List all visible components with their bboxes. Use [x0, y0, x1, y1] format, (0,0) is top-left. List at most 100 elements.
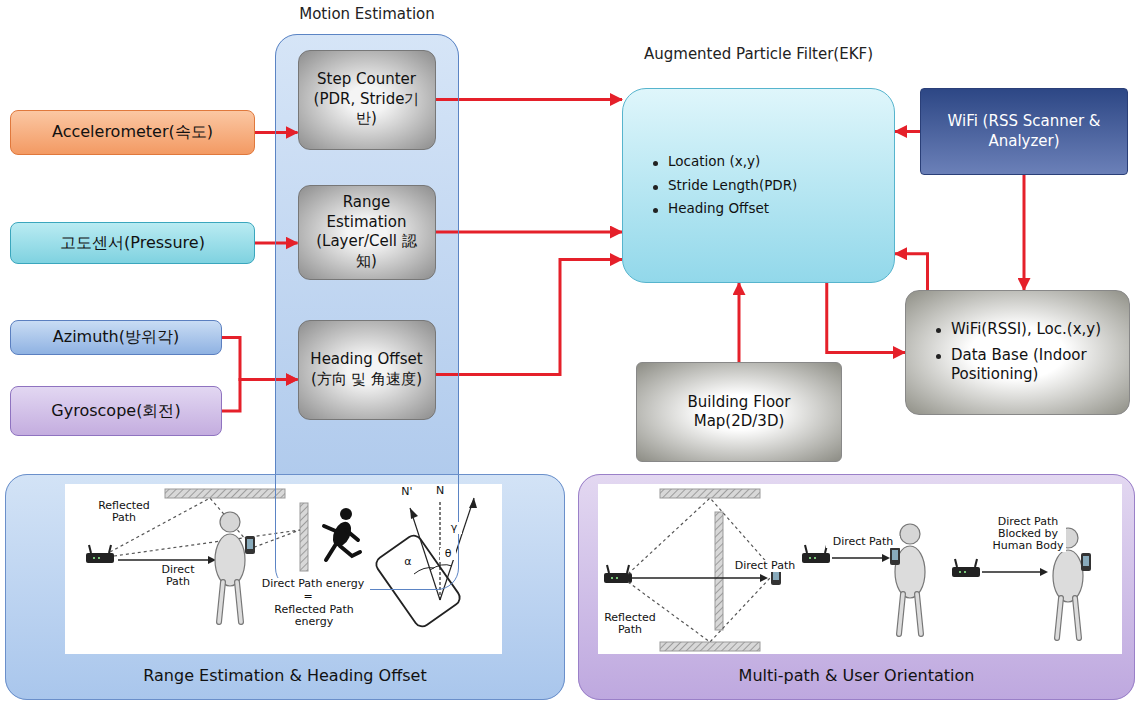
illustration-panel: Multi-path & User Orientation [578, 474, 1135, 700]
bullet-row: Location (x,y) [653, 153, 760, 171]
illustration-label: Direct Path Blocked by Human Body [990, 516, 1066, 552]
node-heading: Motion Estimation [236, 5, 498, 25]
illustration-part [604, 565, 632, 583]
illustration-label: Direct Path [148, 564, 208, 588]
filter-box: Augmented Particle Filter(EKF)Location (… [622, 88, 895, 283]
illustration-label: Direct Path [728, 560, 802, 572]
bullet-text: Heading Offset [668, 200, 769, 218]
illustration-label: γ [446, 522, 462, 534]
box-text: 고도센서(Pressure) [60, 233, 205, 254]
bullet-text: Data Base (Indoor Positioning) [951, 346, 1119, 385]
bullet-text: Stride Length(PDR) [668, 177, 797, 195]
flow-arrow [738, 283, 741, 362]
illustration-part [952, 559, 980, 577]
module-panel: Motion EstimationStep Counter (PDR, Stri… [275, 34, 459, 590]
illustration-label: α [400, 556, 416, 568]
illustration-part [890, 547, 900, 565]
sensor-box: 고도센서(Pressure) [10, 222, 255, 264]
illustration-part [1081, 553, 1091, 571]
flow-arrow [895, 254, 928, 290]
illustration-part [882, 554, 890, 562]
illustration-part [982, 571, 1040, 573]
illustration-part [760, 574, 768, 582]
box-text: WiFi (RSS Scanner & Analyzer) [929, 112, 1119, 151]
right-illustration [598, 484, 1122, 654]
box-text: Gyroscope(회전) [51, 401, 180, 422]
illustration-part [430, 565, 452, 570]
flow-arrow [895, 130, 920, 133]
illustration-label: = [300, 591, 316, 603]
wifi-box: WiFi (RSS Scanner & Analyzer) [920, 88, 1128, 175]
bullet-row: Data Base (Indoor Positioning) [936, 346, 1119, 385]
illustration-part [632, 577, 760, 579]
illustration-part [65, 484, 502, 654]
illustration-part [300, 503, 308, 571]
bullet-row: Stride Length(PDR) [653, 177, 797, 195]
illustration-part [1040, 568, 1048, 576]
panel-caption: Multi-path & User Orientation [739, 666, 975, 687]
box-text: Azimuth(방위각) [53, 327, 179, 348]
illustration-part [373, 498, 477, 629]
illustration-part [414, 568, 434, 574]
panel-caption: Range Estimation & Heading Offset [143, 666, 426, 687]
illustration-part [118, 559, 208, 561]
illustration-part [660, 642, 760, 651]
flow-arrow [827, 283, 905, 353]
panel-ground [5, 474, 565, 700]
illustration-part [715, 512, 723, 630]
database-box: WiFi(RSSI), Loc.(x,y) Data Base (Indoor P… [905, 290, 1130, 415]
bullet-row: WiFi(RSSI), Loc.(x,y) [936, 320, 1101, 340]
sensor-box: Gyroscope(회전) [10, 386, 222, 436]
box-text: Building Floor Map(2D/3D) [645, 393, 833, 432]
left-illustration [65, 484, 502, 654]
box-text: Heading Offset (方向 및 角速度) [307, 350, 427, 389]
bullet-row: Heading Offset [653, 200, 769, 218]
flow-arrow [255, 131, 298, 134]
illustration-part [373, 533, 463, 630]
illustration-part [410, 508, 418, 519]
box-text: Step Counter (PDR, Stride기반) [307, 70, 427, 129]
process-box: Step Counter (PDR, Stride기반) [298, 50, 436, 150]
illustration-label: Reflected Path [600, 612, 660, 636]
panel-ground [578, 474, 1135, 700]
flow-arrow [436, 98, 623, 101]
illustration-label: N' [398, 486, 416, 498]
bullet-dot [653, 208, 658, 213]
bullet-text: WiFi(RSSI), Loc.(x,y) [951, 320, 1101, 340]
bullet-dot [653, 161, 658, 166]
bullet-text: Location (x,y) [668, 153, 760, 171]
illustration-part [440, 498, 474, 600]
bullet-dot [936, 354, 941, 359]
illustration-label: N [432, 485, 448, 497]
illustration-part [165, 489, 285, 498]
illustration-part [114, 530, 300, 556]
illustration-label: Reflected Path [92, 500, 156, 524]
illustration-part [598, 484, 1122, 654]
flow-arrow [436, 231, 623, 234]
illustration-part [245, 536, 255, 554]
illustration-part [324, 508, 360, 560]
illustration-part [86, 545, 114, 563]
node-heading: Augmented Particle Filter(EKF) [583, 45, 934, 65]
bullet-dot [653, 185, 658, 190]
illustration-part [324, 526, 360, 560]
flow-arrow [1023, 175, 1026, 290]
illustration-label: Direct Path energy [256, 578, 370, 590]
map-box: Building Floor Map(2D/3D) [636, 362, 842, 462]
illustration-label: Direct Path [826, 536, 900, 548]
illustration-part [215, 512, 245, 622]
flow-arrow [222, 337, 298, 379]
box-text: Range Estimation (Layer/Cell 認知) [307, 193, 427, 271]
flow-arrow [222, 380, 298, 412]
process-box: Range Estimation (Layer/Cell 認知) [298, 185, 436, 280]
process-box: Heading Offset (方向 및 角速度) [298, 320, 436, 420]
box-text: Accelerometer(속도) [52, 122, 213, 143]
flow-arrow [255, 242, 298, 245]
sensor-box: Azimuth(방위각) [10, 320, 222, 355]
illustration-part [340, 508, 352, 520]
illustration-part [469, 498, 477, 508]
illustration-part [832, 557, 882, 559]
illustration-part [410, 508, 440, 600]
flow-arrow [436, 260, 623, 375]
sensor-box: Accelerometer(속도) [10, 110, 255, 155]
